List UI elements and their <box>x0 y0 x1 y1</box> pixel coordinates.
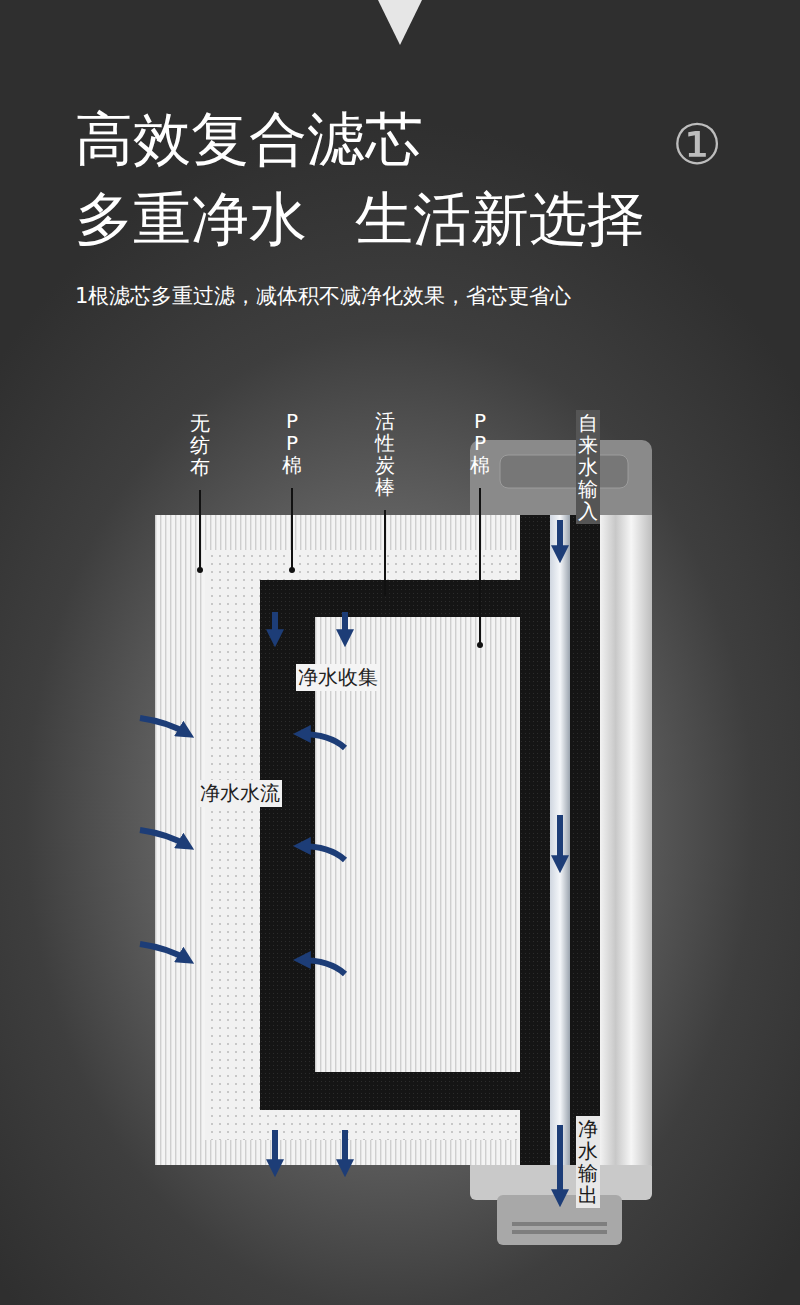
top-notch <box>378 0 422 45</box>
flow-arrows <box>140 520 560 1200</box>
carbon-rod <box>260 515 550 1165</box>
leader-lines <box>200 488 480 643</box>
layer-label: 无纺布 <box>190 412 210 478</box>
top-cap-slot <box>500 455 628 488</box>
inlet-channel <box>550 515 570 1165</box>
subtitle: 1根滤芯多重过滤，减体积不减净化效果，省芯更省心 <box>75 282 571 310</box>
housing-rim <box>600 515 652 1165</box>
layer-label: 活性炭棒 <box>375 410 395 498</box>
flow-label: 净水收集 <box>296 664 380 691</box>
pp-cotton-outer <box>205 550 525 1140</box>
layer-label: PP棉 <box>282 410 302 476</box>
heading: 高效复合滤芯 <box>75 108 423 172</box>
flow-label: 净水水流 <box>198 780 282 807</box>
heading-line: 多重净水 生活新选择 <box>75 188 645 252</box>
flow-label: 净水输出 <box>576 1116 600 1208</box>
bottom-outlet <box>497 1195 622 1245</box>
layer-label: PP棉 <box>470 410 490 476</box>
carbon-wall <box>570 515 600 1165</box>
callout-number: ① <box>672 112 722 177</box>
flow-label: 自来水输入 <box>576 410 600 524</box>
